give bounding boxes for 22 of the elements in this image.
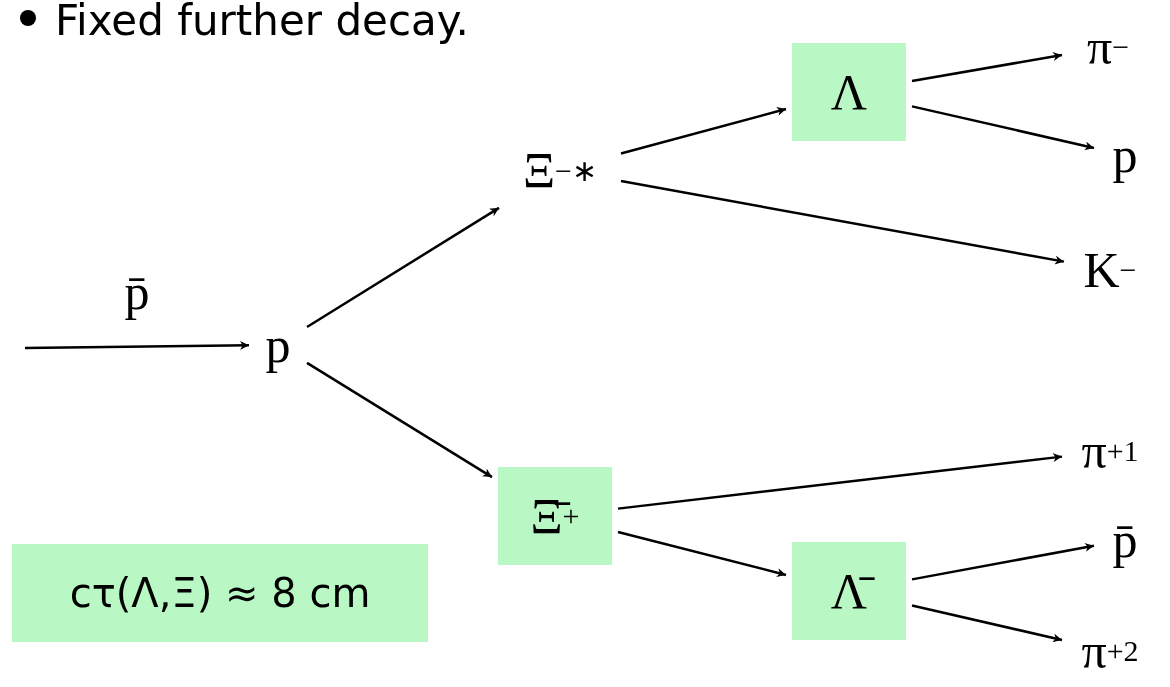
arrow: [25, 340, 249, 350]
highlight-box: Ξ̄$^{+}$: [498, 467, 612, 565]
arrow: [911, 604, 1063, 643]
particle-symbol: π$^{−}$: [1068, 15, 1148, 79]
highlight-box: Λ: [792, 43, 906, 141]
particle-symbol: p̄: [1100, 510, 1150, 570]
arrow: [306, 361, 493, 479]
particle-symbol: p: [1100, 125, 1150, 185]
arrow: [620, 179, 1065, 265]
arrow: [911, 542, 1095, 581]
arrow: [911, 52, 1063, 83]
arrow: [617, 453, 1063, 510]
highlight-box: Λ̄: [792, 542, 906, 640]
arrow: [620, 107, 787, 155]
note-box: cτ(Λ,Ξ) ≈ 8 cm: [12, 544, 428, 642]
arrow: [306, 206, 500, 329]
particle-symbol: p: [255, 315, 301, 375]
bullet-heading: Fixed further decay.: [55, 0, 469, 45]
particle-symbol: K$^{−}$: [1070, 240, 1150, 300]
arrow: [617, 530, 787, 578]
particle-symbol: Ξ$^{−∗}$: [505, 135, 615, 205]
arrow: [911, 105, 1095, 151]
